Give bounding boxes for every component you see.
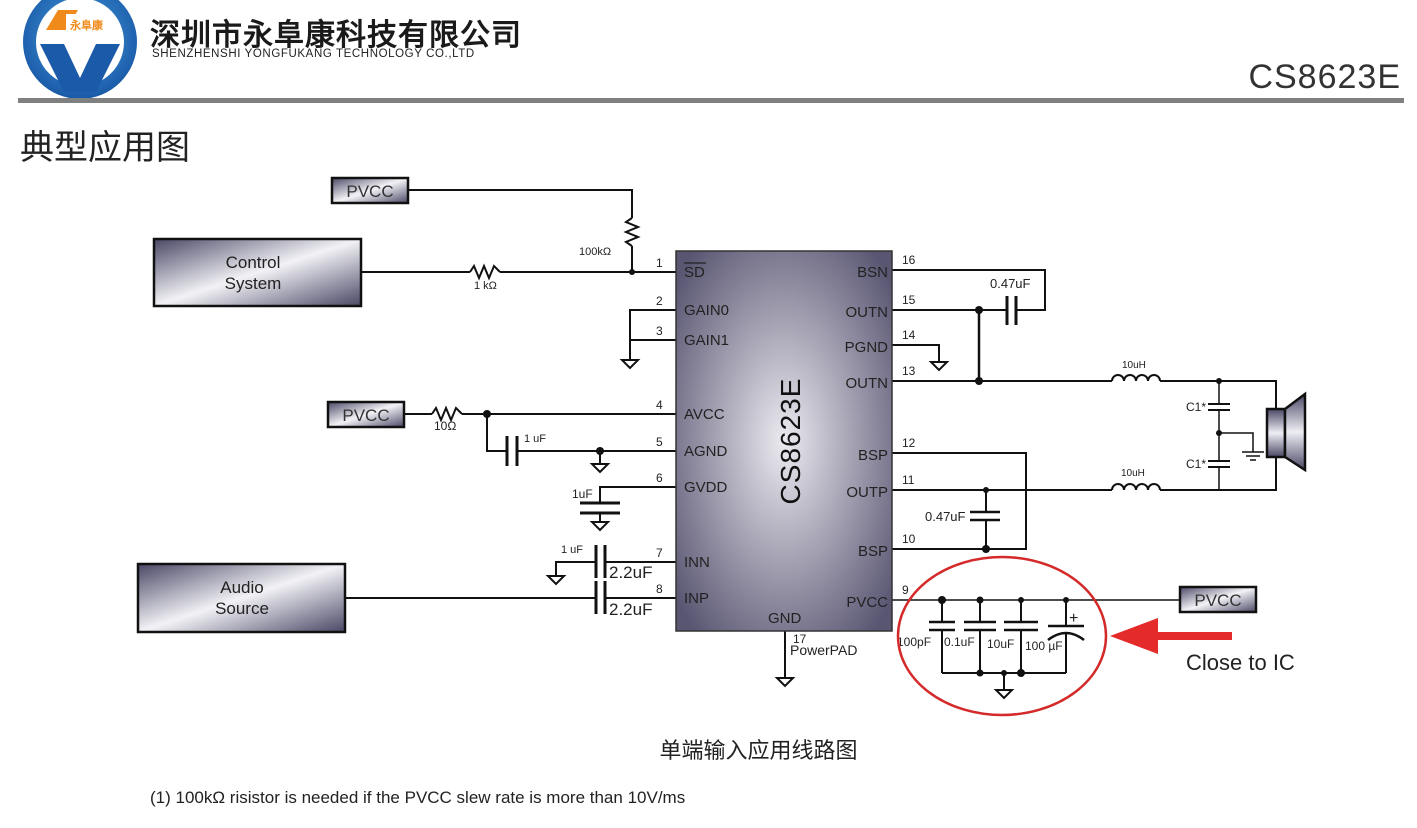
decap-0.1uf-label: 0.1uF bbox=[944, 635, 975, 649]
decap-100uf-label: 100 µF bbox=[1025, 639, 1063, 653]
header-divider bbox=[18, 98, 1404, 103]
pin-11-label: OUTP bbox=[846, 484, 888, 501]
pvcc-block-avcc: PVCC bbox=[326, 400, 406, 429]
section-title: 典型应用图 bbox=[20, 128, 190, 168]
pin-9-number: 9 bbox=[902, 583, 909, 597]
svg-text:PVCC: PVCC bbox=[346, 182, 393, 201]
r-pullup-label: 100kΩ bbox=[579, 246, 611, 258]
pin-15-label: OUTN bbox=[846, 304, 889, 321]
r-series-label: 1 kΩ bbox=[474, 280, 497, 292]
c1-top-label: C1* bbox=[1186, 400, 1206, 414]
part-number-title: CS8623E bbox=[1248, 58, 1401, 96]
svg-text:Control: Control bbox=[226, 253, 281, 272]
pin-8-number: 8 bbox=[656, 582, 663, 596]
pin-11-number: 11 bbox=[902, 473, 915, 487]
r-avcc-label: 10Ω bbox=[434, 419, 456, 433]
pin-4-label: AVCC bbox=[684, 406, 725, 423]
close-to-ic-label: Close to IC bbox=[1186, 650, 1295, 675]
c-gvdd-label: 1uF bbox=[572, 487, 593, 501]
pin-4-number: 4 bbox=[656, 398, 663, 412]
c-inn-gnd-label: 1 uF bbox=[561, 544, 583, 556]
pin-3-label: GAIN1 bbox=[684, 332, 729, 349]
l-n-label: 10uH bbox=[1122, 360, 1146, 371]
polarity-plus: + bbox=[1069, 610, 1078, 627]
c-bsp-label: 0.47uF bbox=[925, 509, 966, 524]
pin-16-label: BSN bbox=[857, 264, 888, 281]
pvcc-block-right: PVCC bbox=[1178, 585, 1258, 614]
pin-3-number: 3 bbox=[656, 324, 663, 338]
decap-10uf-label: 10uF bbox=[987, 637, 1014, 651]
ic-body bbox=[675, 250, 893, 632]
diagram-caption: 单端输入应用线路图 bbox=[659, 739, 858, 764]
highlight-ellipse bbox=[896, 555, 1108, 717]
pin-10-number: 10 bbox=[902, 532, 916, 546]
control-system-block: Control System bbox=[152, 237, 363, 308]
pin-2-number: 2 bbox=[656, 294, 663, 308]
pin-13-label: OUTN bbox=[846, 375, 889, 392]
logo-text: 永阜康 bbox=[69, 18, 104, 32]
pin-gnd-label: GND bbox=[768, 610, 802, 627]
svg-text:Source: Source bbox=[215, 599, 269, 618]
pin-17-number: 17 bbox=[793, 632, 807, 646]
svg-text:System: System bbox=[225, 274, 282, 293]
pvcc-block-top: PVCC bbox=[330, 176, 410, 205]
l-p-label: 10uH bbox=[1121, 468, 1145, 479]
pin-14-number: 14 bbox=[902, 328, 916, 342]
company-name-en: SHENZHENSHI YONGFUKANG TECHNOLOGY CO.,LT… bbox=[152, 48, 475, 60]
pin-14-label: PGND bbox=[845, 339, 889, 356]
pin-5-number: 5 bbox=[656, 435, 663, 449]
pin-8-label: INP bbox=[684, 590, 709, 607]
pin-1-number: 1 bbox=[656, 256, 663, 270]
red-arrow-icon bbox=[1110, 618, 1232, 654]
ic-name: CS8623E bbox=[775, 378, 806, 505]
decap-100pf-label: 100pF bbox=[897, 635, 931, 649]
footnote: (1) 100kΩ risistor is needed if the PVCC… bbox=[150, 788, 686, 807]
pin-10-label: BSP bbox=[858, 543, 888, 560]
pin-2-label: GAIN0 bbox=[684, 302, 729, 319]
svg-text:PVCC: PVCC bbox=[1194, 591, 1241, 610]
pin-7-label: INN bbox=[684, 554, 710, 571]
c-inn-label: 2.2uF bbox=[609, 563, 652, 582]
pin-6-label: GVDD bbox=[684, 479, 728, 496]
company-name-cn: 深圳市永阜康科技有限公司 bbox=[150, 18, 522, 53]
c-bsn-label: 0.47uF bbox=[990, 276, 1031, 291]
pin-13-number: 13 bbox=[902, 364, 916, 378]
speaker-icon bbox=[1265, 391, 1307, 473]
pin-12-number: 12 bbox=[902, 436, 916, 450]
pin-16-number: 16 bbox=[902, 253, 916, 267]
powerpad-label: PowerPAD bbox=[790, 642, 857, 658]
svg-text:PVCC: PVCC bbox=[342, 406, 389, 425]
pin-15-number: 15 bbox=[902, 293, 916, 307]
c1-bottom-label: C1* bbox=[1186, 457, 1206, 471]
pin-12-label: BSP bbox=[858, 447, 888, 464]
pin-1-label: SD bbox=[684, 264, 705, 281]
pin-5-label: AGND bbox=[684, 443, 728, 460]
svg-text:Audio: Audio bbox=[220, 578, 263, 597]
c-inp-label: 2.2uF bbox=[609, 600, 652, 619]
pin-7-number: 7 bbox=[656, 546, 663, 560]
c-avcc-label: 1 uF bbox=[524, 433, 546, 445]
pin-6-number: 6 bbox=[656, 471, 663, 485]
audio-source-block: Audio Source bbox=[136, 562, 347, 634]
pin-9-label: PVCC bbox=[846, 594, 888, 611]
company-logo: 永阜康 bbox=[23, 0, 137, 99]
